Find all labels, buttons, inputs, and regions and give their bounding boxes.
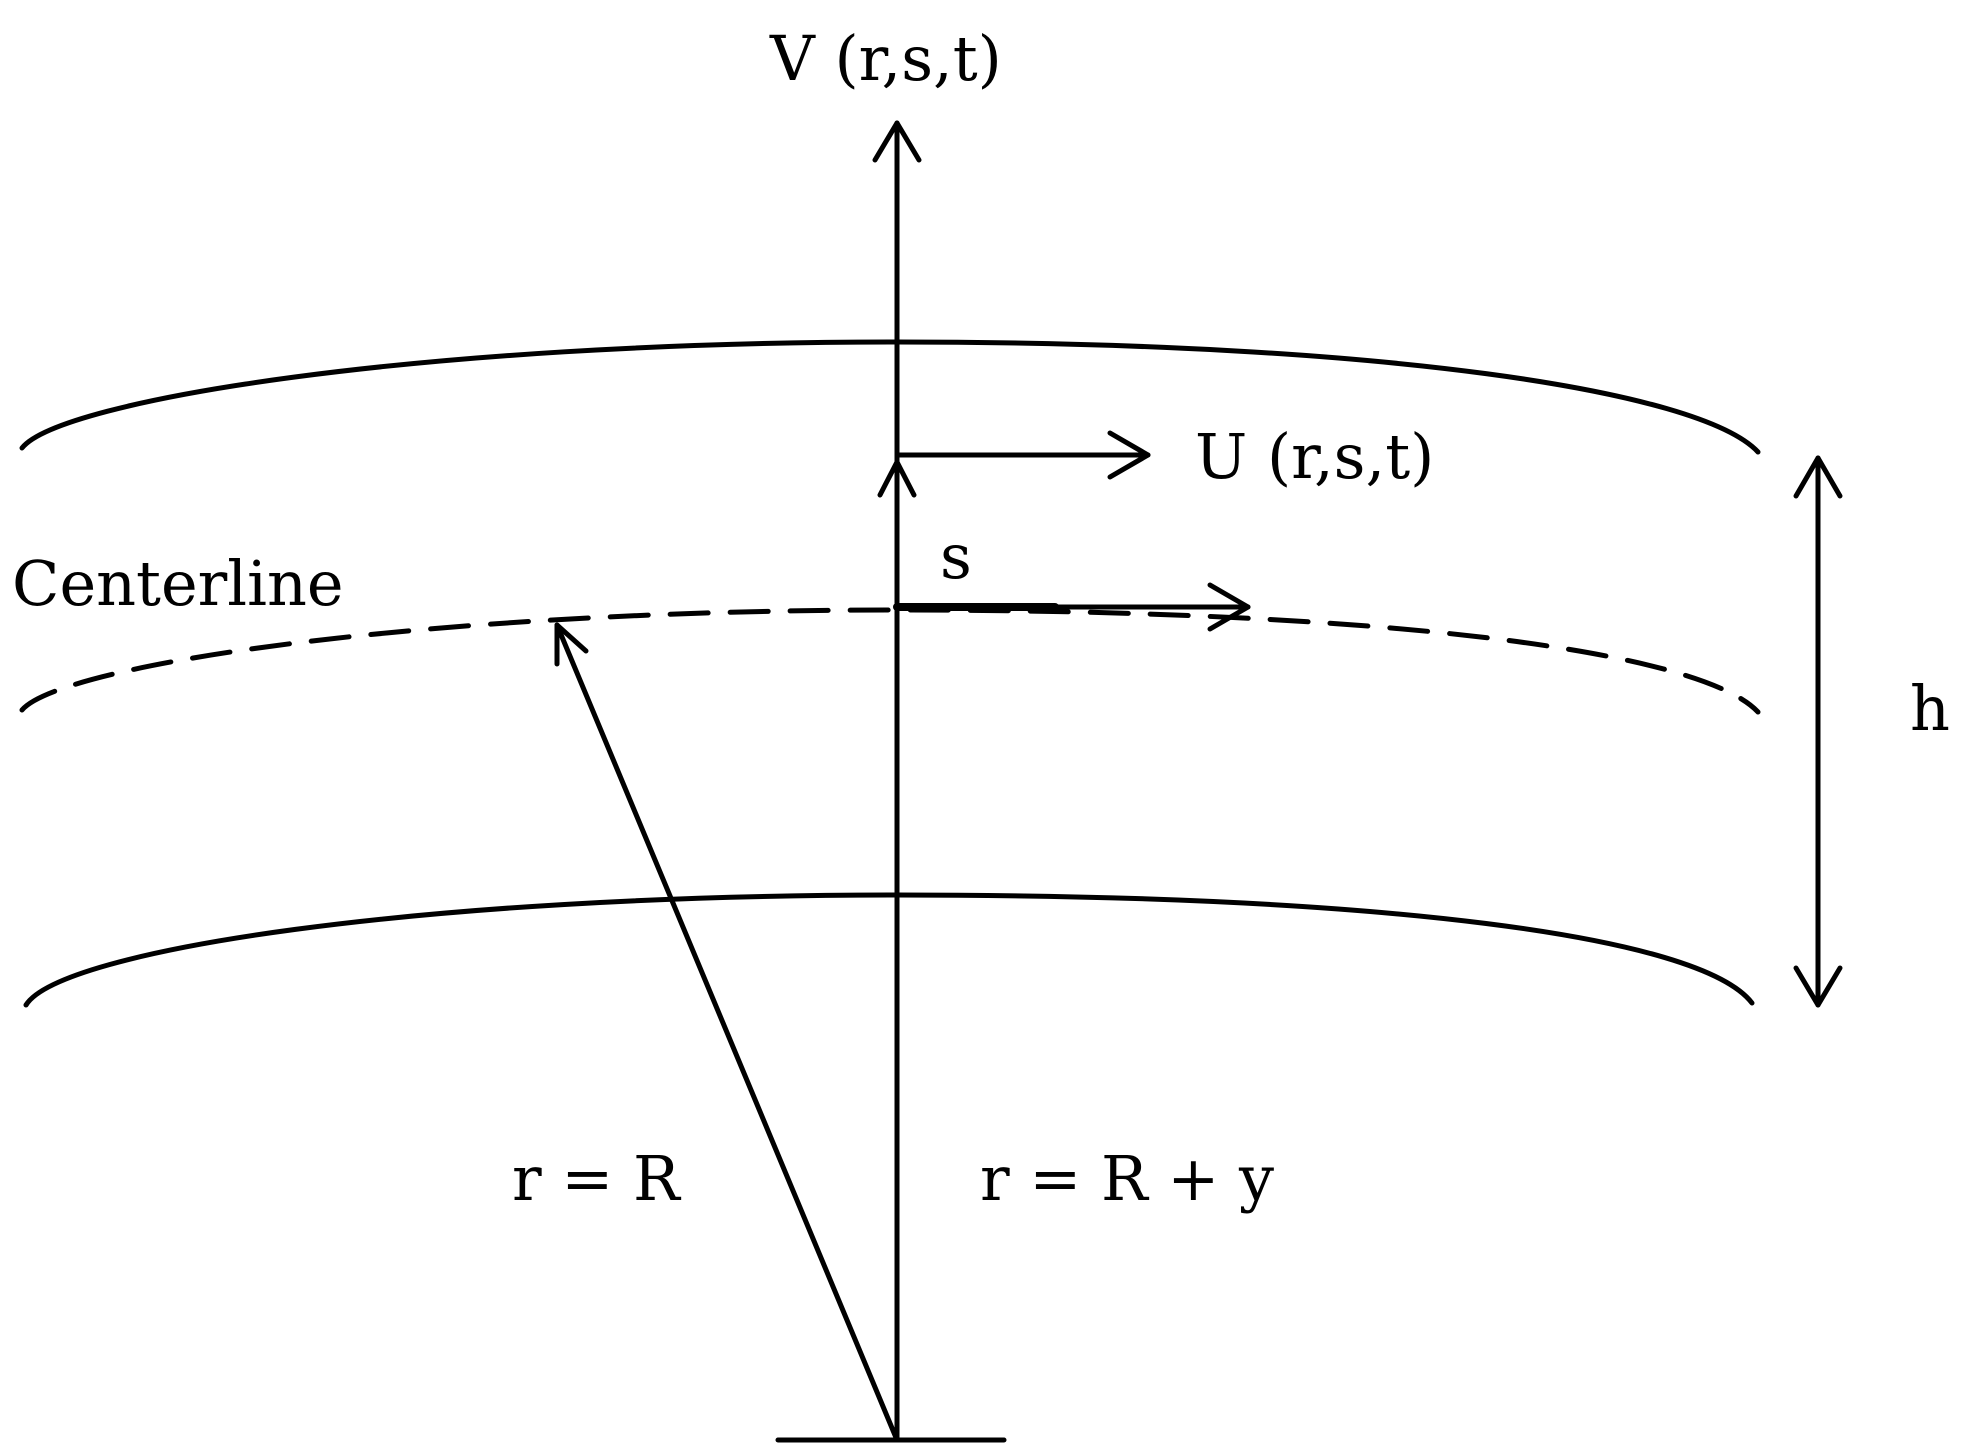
centerline-curve	[19, 607, 1761, 715]
s-coordinate-label: s	[940, 520, 972, 593]
radius-vector-line	[554, 622, 900, 1443]
thickness-arrowhead-bottom	[1793, 965, 1843, 1008]
thickness-arrowhead-top	[1793, 455, 1843, 499]
u-velocity-label: U (r,s,t)	[1195, 420, 1434, 493]
s-arrowhead	[1207, 582, 1251, 632]
u-origin-arrowhead	[877, 459, 917, 498]
outer-boundary-curve	[19, 339, 1761, 455]
radius-general-label: r = R + y	[980, 1142, 1274, 1215]
thickness-label: h	[1910, 672, 1950, 745]
v-arrowhead	[872, 120, 922, 163]
radius-centerline-label: r = R	[512, 1142, 682, 1215]
centerline-label: Centerline	[12, 547, 344, 620]
v-velocity-label: V (r,s,t)	[769, 22, 1002, 95]
u-arrowhead	[1107, 430, 1151, 480]
radius-vector-arrowhead	[554, 622, 589, 667]
inner-boundary-curve	[23, 892, 1755, 1008]
